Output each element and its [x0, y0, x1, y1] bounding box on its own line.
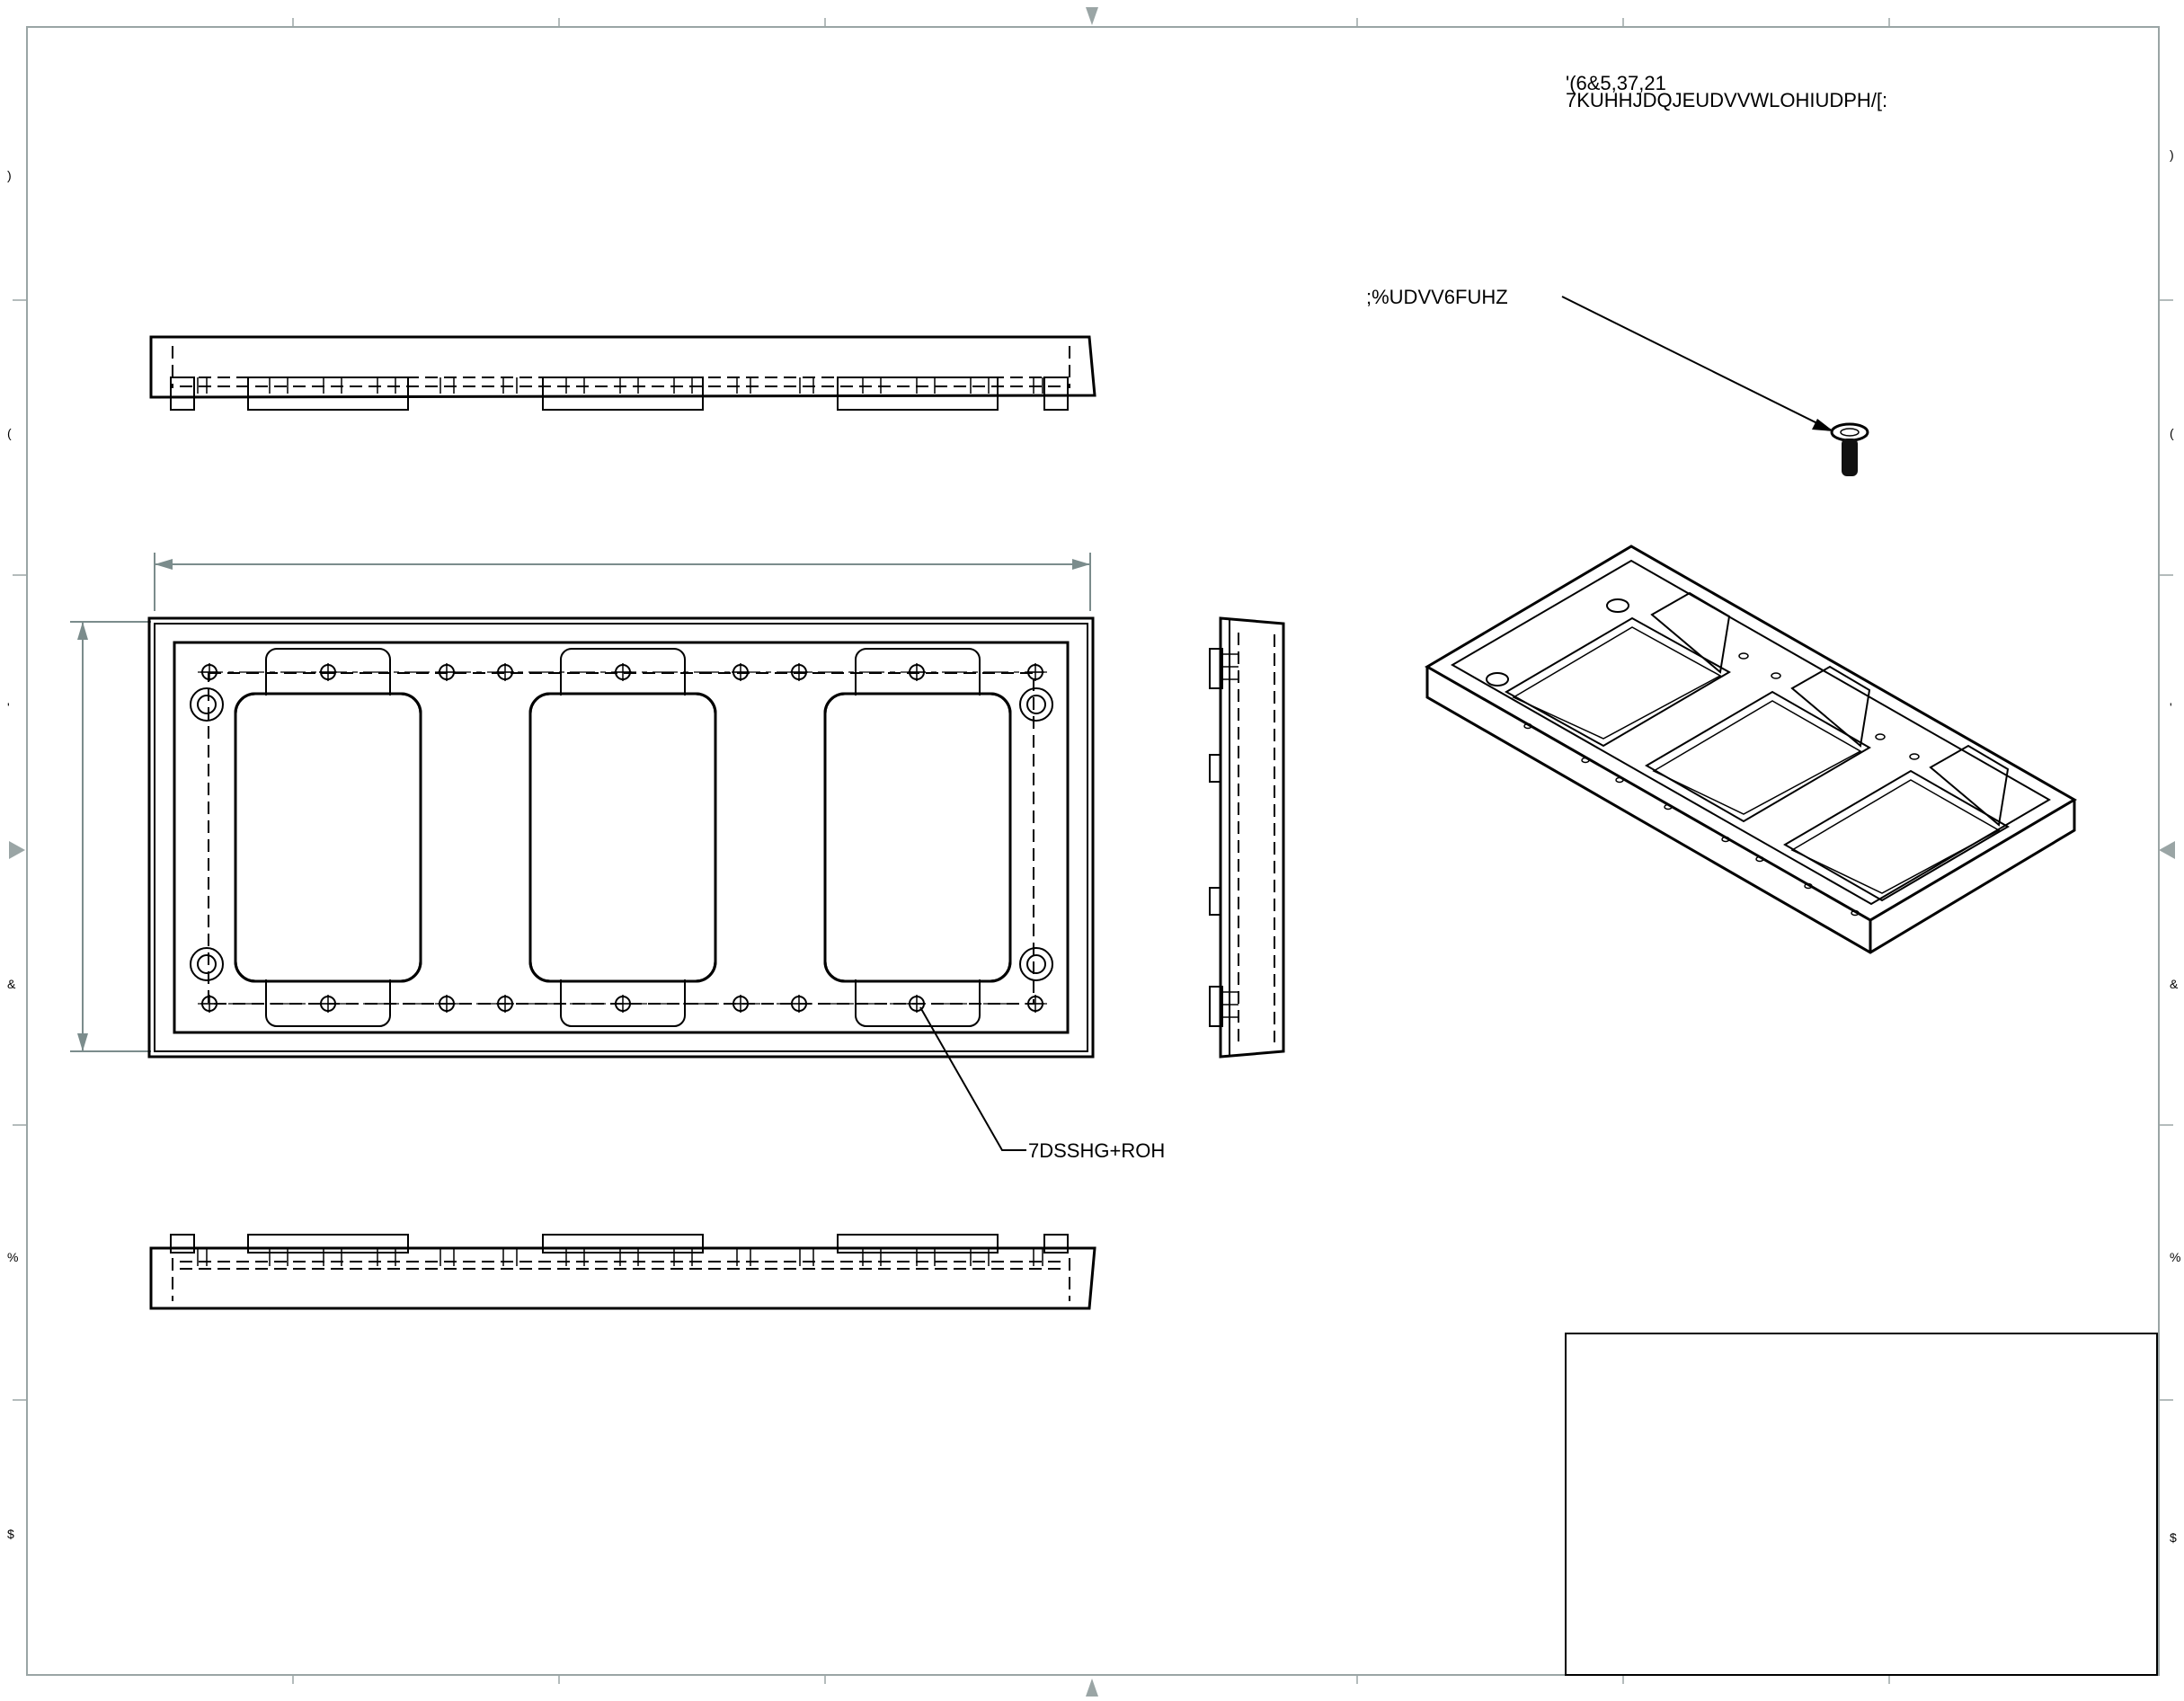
iso-pocket-2	[1645, 665, 1871, 823]
front-view: 7DSSHG+ROH	[70, 553, 1165, 1162]
screw-callout: ;%UDVV6FUHZ	[1366, 286, 1834, 432]
isometric-view	[1425, 545, 2077, 954]
zone-label-left-1: )	[7, 168, 12, 182]
description-line-1: '(6&5,37,21	[1566, 72, 1666, 94]
top-edge-view	[149, 335, 1096, 411]
description-line-2: 7KUHHJDQJEUDVVWLOHIUDPH/[:	[1566, 89, 1887, 111]
iso-pocket-1	[1504, 591, 1732, 748]
zone-label-left-3: '	[7, 700, 10, 714]
zone-label-left-4: &	[7, 977, 16, 991]
description-note: '(6&5,37,21 7KUHHJDQJEUDVVWLOHIUDPH/[:	[1566, 72, 1887, 111]
width-dimension	[154, 553, 1091, 611]
zone-labels-right: ) ( ' & % $	[2170, 147, 2180, 1545]
zone-label-right-5: %	[2170, 1250, 2180, 1264]
zone-label-right-1: )	[2170, 147, 2174, 162]
zone-labels-left: ) ( ' & % $	[7, 168, 18, 1541]
zone-label-left-6: $	[7, 1527, 14, 1541]
iso-holes	[1486, 598, 1920, 917]
title-block	[1565, 1333, 2158, 1676]
zone-label-right-3: '	[2170, 700, 2172, 714]
sheet-border	[9, 7, 2175, 1697]
zone-label-left-5: %	[7, 1250, 18, 1264]
tapped-hole-callout: 7DSSHG+ROH	[919, 1006, 1165, 1162]
zone-label-right-6: $	[2170, 1530, 2177, 1545]
bottom-edge-view	[149, 1234, 1096, 1310]
screw-icon	[1830, 422, 1869, 476]
side-view	[1209, 616, 1285, 1059]
height-dimension	[70, 621, 151, 1052]
zone-label-right-4: &	[2170, 977, 2179, 991]
counterbore-holes	[190, 687, 1053, 981]
zone-label-left-2: (	[7, 426, 12, 440]
iso-pocket-3	[1783, 744, 2010, 902]
screw-label: ;%UDVV6FUHZ	[1366, 286, 1508, 308]
zone-label-right-2: (	[2170, 426, 2174, 440]
tapped-hole-label: 7DSSHG+ROH	[1028, 1139, 1165, 1162]
